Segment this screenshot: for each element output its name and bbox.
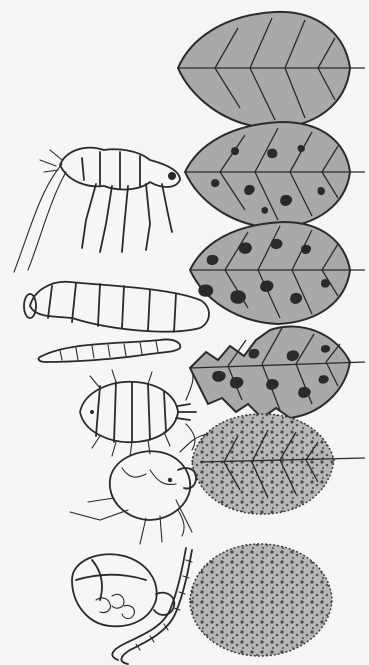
- woodlouse: [80, 368, 196, 456]
- thin-worm: [39, 339, 181, 362]
- leaf-whole: [178, 12, 365, 128]
- springtail-insect: [14, 148, 180, 272]
- leaf-fragmented: [190, 327, 365, 418]
- leaf-spotted: [185, 122, 365, 228]
- snail-shell: [72, 554, 174, 626]
- leaf-humus: [190, 544, 332, 656]
- larva: [24, 282, 209, 332]
- leaf-decomposing: [192, 414, 365, 514]
- leaf-eaten: [190, 222, 365, 324]
- mite: [70, 434, 208, 544]
